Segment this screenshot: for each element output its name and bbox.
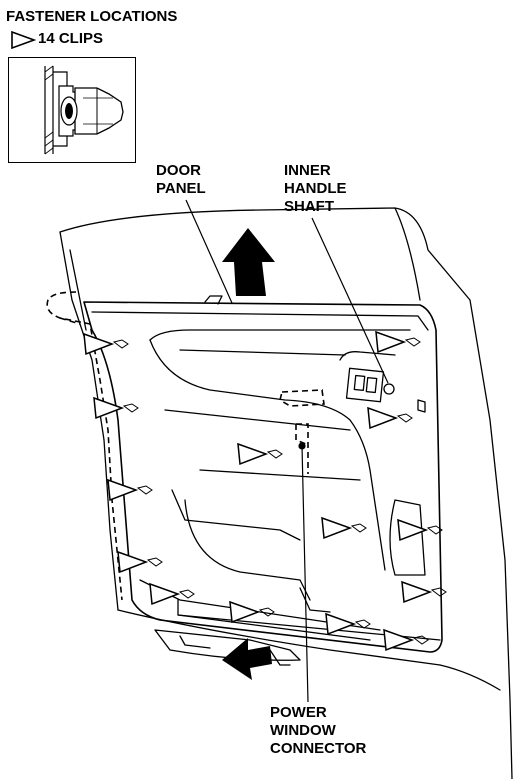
pull-arrow-icon: [222, 638, 272, 680]
clip-icon: [83, 332, 115, 356]
clip-icon: [325, 612, 357, 636]
clip-detail-inset: [8, 57, 136, 163]
clip-icon: [237, 442, 269, 466]
clip-markers: [83, 330, 433, 652]
clip-icon: [321, 516, 353, 540]
clip-icon: [117, 550, 149, 574]
inner-handle-leader: [311, 217, 389, 384]
switch-housing: [345, 367, 385, 403]
clip-icon: [375, 330, 407, 354]
legend-title: FASTENER LOCATIONS: [6, 8, 178, 25]
clip-icon: [149, 582, 181, 606]
clip-icon: [229, 600, 261, 624]
clip-icon: [397, 518, 429, 542]
clip-icon: [367, 406, 399, 430]
door-panel-outline: [83, 301, 443, 653]
door-panel-leader: [185, 199, 233, 304]
clip-icon: [107, 478, 139, 502]
clip-detail-drawing: [44, 65, 124, 155]
door-frame: [59, 207, 513, 779]
clip-icon: [401, 580, 433, 604]
power-window-connector-dashed: [279, 389, 325, 407]
power-window-leader: [301, 445, 309, 703]
clip-icon: [383, 628, 415, 652]
clip-icon: [93, 396, 125, 420]
panel-edge-dashed: [46, 291, 123, 601]
inner-handle-shaft-icon: [383, 383, 395, 395]
door-panel-label: DOOR PANEL: [156, 162, 206, 197]
inner-handle-shaft-label: INNER HANDLE SHAFT: [284, 162, 347, 215]
lift-arrow-icon: [222, 228, 275, 296]
clip-triangle-icon: [11, 30, 36, 50]
power-window-connector-label: POWER WINDOW CONNECTOR: [270, 704, 367, 757]
clip-count-label: 14 CLIPS: [38, 30, 104, 47]
